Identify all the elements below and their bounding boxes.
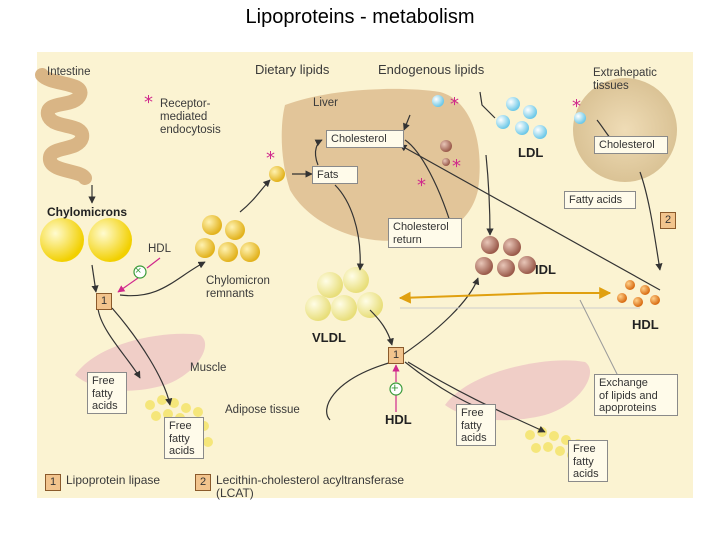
box-cholesterol-return: Cholesterol return (388, 218, 462, 248)
ldl-particle (506, 97, 520, 111)
ldl-particle (523, 105, 537, 119)
vldl-particle (357, 292, 383, 318)
vldl-particle (343, 267, 369, 293)
remnant-particle (240, 242, 260, 262)
remnant-particle (202, 215, 222, 235)
liver-particle (440, 140, 452, 152)
ldl-particle (515, 121, 529, 135)
liver-shape (281, 88, 480, 241)
liver-particle (442, 158, 450, 166)
hdl-particle (640, 285, 650, 295)
label-endogenous-lipids: Endogenous lipids (378, 62, 485, 77)
enzyme-1-marker-vldl: 1 (388, 347, 404, 364)
label-hdl-right: HDL (632, 317, 659, 332)
label-muscle: Muscle (190, 362, 227, 374)
legend-1-label: Lipoprotein lipase (66, 473, 161, 487)
enzyme-1-marker-left: 1 (96, 293, 112, 310)
box-fatty-acids: Fatty acids (564, 191, 636, 209)
hdl-particle (617, 293, 627, 303)
remnant-particle (195, 238, 215, 258)
label-idl: IDL (535, 262, 556, 277)
hdl-particle (625, 280, 635, 290)
legend-2-box: 2 (195, 474, 211, 491)
label-vldl: VLDL (312, 330, 346, 345)
ldl-particle (533, 125, 547, 139)
vldl-particle (305, 295, 331, 321)
idl-particle (503, 238, 521, 256)
label-liver: Liver (313, 97, 338, 109)
fat-particle (269, 166, 285, 182)
star-marker-fats: * (266, 148, 275, 169)
label-ldl: LDL (518, 145, 544, 160)
label-hdl-left: HDL (148, 243, 172, 255)
label-adipose-tissue: Adipose tissue (225, 404, 300, 416)
box-free-fatty-acids-muscle: Free fatty acids (87, 372, 127, 414)
hdl-particle (633, 297, 643, 307)
box-cholesterol-liver: Cholesterol (326, 130, 404, 148)
label-extrahepatic-tissues: Extrahepatic tissues (593, 67, 657, 92)
vldl-particle (317, 272, 343, 298)
star-marker-extrahepatic: * (572, 96, 581, 117)
box-free-fatty-acids-mid: Free fatty acids (456, 404, 496, 446)
remnant-particle (218, 242, 238, 262)
label-chylomicrons: Chylomicrons (47, 205, 128, 219)
remnant-particle (225, 220, 245, 240)
vldl-particle (331, 295, 357, 321)
chylomicron-particle (40, 218, 84, 262)
idl-particle (475, 257, 493, 275)
star-marker-receptor: * (144, 92, 153, 113)
legend-2-label: Lecithin-cholesterol acyltransferase (LC… (216, 473, 405, 500)
star-marker-liver: * (450, 94, 459, 115)
intestine-shape (35, 68, 92, 185)
label-receptor-endocytosis: Receptor- mediated endocytosis (160, 98, 221, 136)
label-hdl-bottom: HDL (385, 412, 412, 427)
ldl-particle (496, 115, 510, 129)
box-free-fatty-acids-adipose: Free fatty acids (164, 417, 204, 459)
box-exchange-lipids: Exchange of lipids and apoproteins (594, 374, 678, 416)
idl-particle (481, 236, 499, 254)
box-cholesterol-extrahepatic: Cholesterol (594, 136, 668, 154)
chylomicron-particle (88, 218, 132, 262)
label-chylomicron-remnants: Chylomicron remnants (206, 275, 270, 300)
label-dietary-lipids: Dietary lipids (255, 62, 330, 77)
hdl-particle (650, 295, 660, 305)
ldl-particle (432, 95, 444, 107)
idl-particle (497, 259, 515, 277)
legend-1-box: 1 (45, 474, 61, 491)
activate-symbol: + (391, 380, 399, 395)
box-free-fatty-acids-right: Free fatty acids (568, 440, 608, 482)
idl-particle (518, 256, 536, 274)
diagram-title: Lipoproteins - metabolism (245, 6, 475, 28)
star-marker-liver-bottom: * (417, 175, 426, 196)
enzyme-2-marker: 2 (660, 212, 676, 229)
inhibit-symbol: × (135, 265, 142, 277)
ldl-particle (574, 112, 586, 124)
label-intestine: Intestine (47, 66, 91, 78)
star-marker-liver-lower: * (452, 156, 461, 177)
box-fats: Fats (312, 166, 358, 184)
extrahepatic-tissue-shape (573, 78, 677, 182)
